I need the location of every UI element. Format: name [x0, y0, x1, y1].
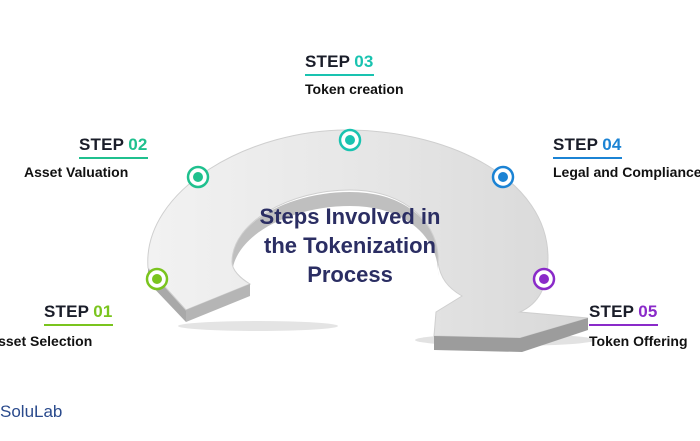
step-05-underline	[589, 324, 658, 326]
brand-logo-text: SoluLab	[0, 402, 63, 421]
title-line-3: Process	[307, 262, 393, 287]
title-line-1: Steps Involved in	[259, 204, 441, 229]
step-01-underline	[44, 324, 113, 326]
step-01-number: 01	[93, 302, 113, 321]
step-05-label: Token Offering	[589, 333, 688, 349]
tail-front-face	[186, 284, 250, 322]
step-02-number: 02	[128, 135, 148, 154]
step-05-marker	[532, 267, 556, 291]
arc-inner-side	[232, 192, 439, 276]
step-02-label: Asset Valuation	[24, 164, 129, 180]
step-05-number: 05	[638, 302, 658, 321]
step-04-underline	[553, 157, 622, 159]
step-02-marker	[186, 165, 210, 189]
step-03-number: 03	[354, 52, 374, 71]
step-04-number: 04	[602, 135, 622, 154]
step-01-label: Asset Selection	[0, 333, 93, 349]
step-03-marker	[338, 128, 362, 152]
step-02-underline	[79, 157, 148, 159]
step-03-underline	[305, 74, 374, 76]
step-04-marker	[491, 165, 515, 189]
step-03-label: Token creation	[305, 81, 404, 97]
floor-shadow-left	[178, 321, 338, 331]
step-01-marker	[145, 267, 169, 291]
diagram-title: Steps Involved in the Tokenization Proce…	[232, 202, 468, 289]
title-line-2: the Tokenization	[264, 233, 436, 258]
arrowhead-front-face	[434, 318, 588, 352]
step-04-label: Legal and Compliance	[553, 164, 700, 180]
